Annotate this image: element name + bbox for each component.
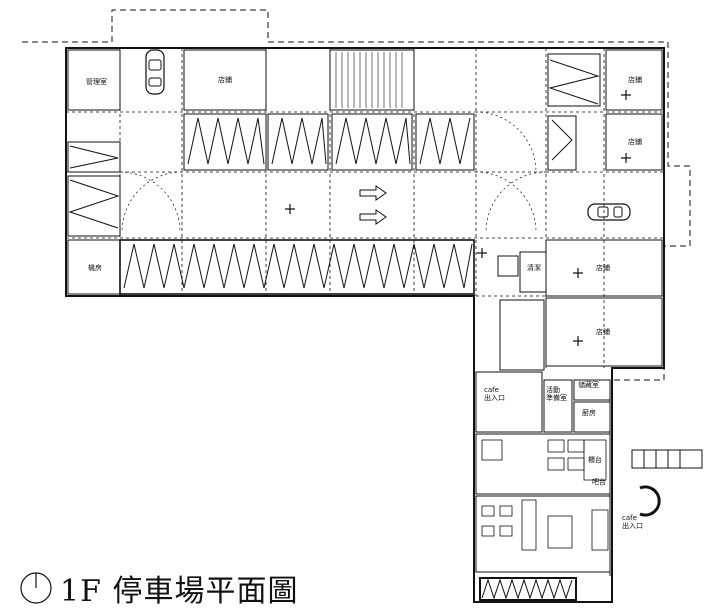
restroom bbox=[499, 299, 545, 371]
label-machine: 機房 bbox=[88, 263, 102, 272]
shop-room-top bbox=[183, 49, 267, 111]
building-outline bbox=[65, 47, 665, 603]
storage-room bbox=[573, 379, 611, 401]
plan-title: 1F 停車場平面圖 bbox=[60, 574, 299, 609]
parking-bay-left-1 bbox=[67, 141, 121, 173]
car-icon-2 bbox=[587, 203, 631, 221]
shop-room-right-2 bbox=[605, 113, 663, 171]
parking-bays-row-2 bbox=[119, 239, 475, 295]
east-stair bbox=[631, 449, 703, 469]
label-activity: 活動準備室 bbox=[546, 385, 567, 402]
parking-bay-left-2 bbox=[67, 175, 121, 237]
label-counter: 櫃台 bbox=[588, 455, 602, 464]
elevator bbox=[497, 255, 519, 277]
machine-room bbox=[67, 239, 121, 295]
arrow-icon-2 bbox=[359, 209, 387, 225]
admin-room bbox=[67, 49, 121, 111]
label-admin: 管理室 bbox=[86, 77, 107, 86]
cafe-tables bbox=[481, 439, 609, 551]
terrace bbox=[479, 577, 577, 601]
label-shop-e: 店鋪 bbox=[596, 327, 610, 336]
entrance-arc bbox=[639, 485, 661, 517]
car-icon bbox=[145, 49, 165, 95]
site-boundary bbox=[22, 9, 691, 576]
fixture-markers bbox=[285, 90, 631, 346]
parking-bays-row-1 bbox=[183, 53, 601, 171]
label-shop-d: 店鋪 bbox=[596, 263, 610, 272]
cafe-seating bbox=[475, 433, 611, 495]
shop-room-right-1 bbox=[605, 49, 663, 111]
kitchen-room bbox=[573, 401, 611, 433]
label-cleaning: 清潔 bbox=[527, 263, 541, 272]
activity-room bbox=[543, 379, 573, 433]
cafe-hall bbox=[475, 495, 611, 573]
arrow-icon bbox=[359, 185, 387, 201]
stair-block bbox=[329, 49, 415, 111]
door-swings bbox=[119, 111, 547, 233]
cafe-entry-room bbox=[475, 371, 543, 433]
cleaning-room bbox=[519, 251, 547, 293]
label-shop-b: 店鋪 bbox=[628, 75, 642, 84]
label-kitchen: 廚房 bbox=[582, 408, 596, 417]
shop-room-e bbox=[545, 297, 663, 367]
label-bar: 吧台 bbox=[592, 477, 606, 486]
label-storage: 儲藏室 bbox=[578, 380, 599, 389]
north-arrow-icon bbox=[20, 572, 52, 604]
label-shop-c: 店鋪 bbox=[628, 137, 642, 146]
label-shop-a: 店鋪 bbox=[218, 75, 232, 84]
